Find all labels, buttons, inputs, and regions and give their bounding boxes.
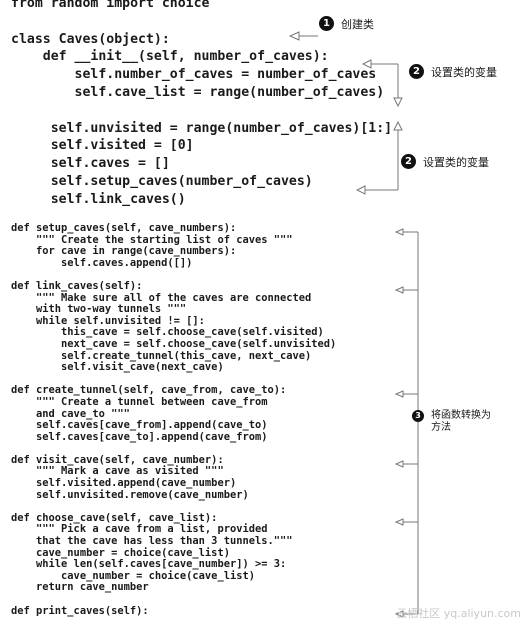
callout-text-1: 创建类 — [341, 18, 374, 31]
code-line: self.visited.append(cave_number) — [11, 477, 237, 490]
code-line: that the cave has less than 3 tunnels.""… — [11, 535, 293, 548]
code-line: self.visit_cave(next_cave) — [11, 361, 224, 374]
code-line: """ Make sure all of the caves are conne… — [11, 291, 312, 304]
code-line: for cave in range(cave_numbers): — [11, 245, 237, 258]
code-line: self.caves = [] — [11, 156, 170, 172]
callout-badge-2a: 2 — [409, 64, 424, 79]
code-line: def setup_caves(self, cave_numbers): — [11, 222, 237, 234]
code-line: def print_caves(self): — [11, 604, 149, 617]
code-line: this_cave = self.choose_cave(self.visite… — [11, 326, 324, 339]
callout-text-3-line2: 方法 — [431, 422, 451, 433]
code-line: self.number_of_caves = number_of_caves — [11, 67, 377, 83]
code-line: """ Create the starting list of caves ""… — [11, 233, 293, 246]
code-line: self.caves.append([]) — [11, 256, 193, 269]
callout-badge-1: 1 — [319, 16, 334, 31]
code-line: """ Create a tunnel between cave_from — [11, 395, 268, 408]
code-line: self.create_tunnel(this_cave, next_cave) — [11, 349, 312, 362]
callout-badge-2b: 2 — [401, 154, 416, 169]
code-line: return cave_number — [11, 581, 149, 594]
code-line: cave_number = choice(cave_list) — [11, 569, 255, 582]
code-line: """ Pick a cave from a list, provided — [11, 523, 268, 536]
code-line: next_cave = self.choose_cave(self.unvisi… — [11, 337, 337, 350]
callout-text-3: 将函数转换为 方法 — [431, 410, 491, 434]
code-line: class Caves(object): — [11, 31, 170, 47]
code-line: def visit_cave(self, cave_number): — [11, 453, 224, 466]
code-block-class-definition: from random import choice class Caves(ob… — [11, 0, 392, 209]
code-line: self.link_caves() — [11, 191, 186, 207]
code-line: def __init__(self, number_of_caves): — [11, 49, 329, 65]
code-line: self.unvisited.remove(cave_number) — [11, 488, 249, 501]
code-line: def create_tunnel(self, cave_from, cave_… — [11, 384, 287, 397]
code-line: with two-way tunnels """ — [11, 303, 187, 316]
code-block-methods: def setup_caves(self, cave_numbers): """… — [11, 222, 337, 617]
code-line: self.setup_caves(number_of_caves) — [11, 173, 313, 189]
watermark: 云栖社区 yq.aliyun.com — [396, 607, 521, 620]
callout-text-2b: 设置类的变量 — [423, 156, 489, 169]
callout-badge-3: 3 — [412, 410, 424, 422]
code-line: while self.unvisited != []: — [11, 314, 205, 327]
code-line: from random import choice — [11, 0, 210, 11]
code-line: self.caves[cave_from].append(cave_to) — [11, 419, 268, 432]
code-line: self.visited = [0] — [11, 138, 194, 154]
code-line: """ Mark a cave as visited """ — [11, 465, 224, 478]
callout-text-3-line1: 将函数转换为 — [431, 410, 491, 421]
code-line: self.cave_list = range(number_of_caves) — [11, 84, 385, 100]
code-line: self.unvisited = range(number_of_caves)[… — [11, 120, 393, 136]
code-line: def choose_cave(self, cave_list): — [11, 511, 218, 524]
code-line: cave_number = choice(cave_list) — [11, 546, 230, 559]
code-line: def link_caves(self): — [11, 279, 143, 292]
code-line: while len(self.caves[cave_number]) >= 3: — [11, 558, 287, 571]
callout-text-2a: 设置类的变量 — [431, 66, 497, 79]
code-line: self.caves[cave_to].append(cave_from) — [11, 430, 268, 443]
code-line: and cave_to """ — [11, 407, 130, 420]
